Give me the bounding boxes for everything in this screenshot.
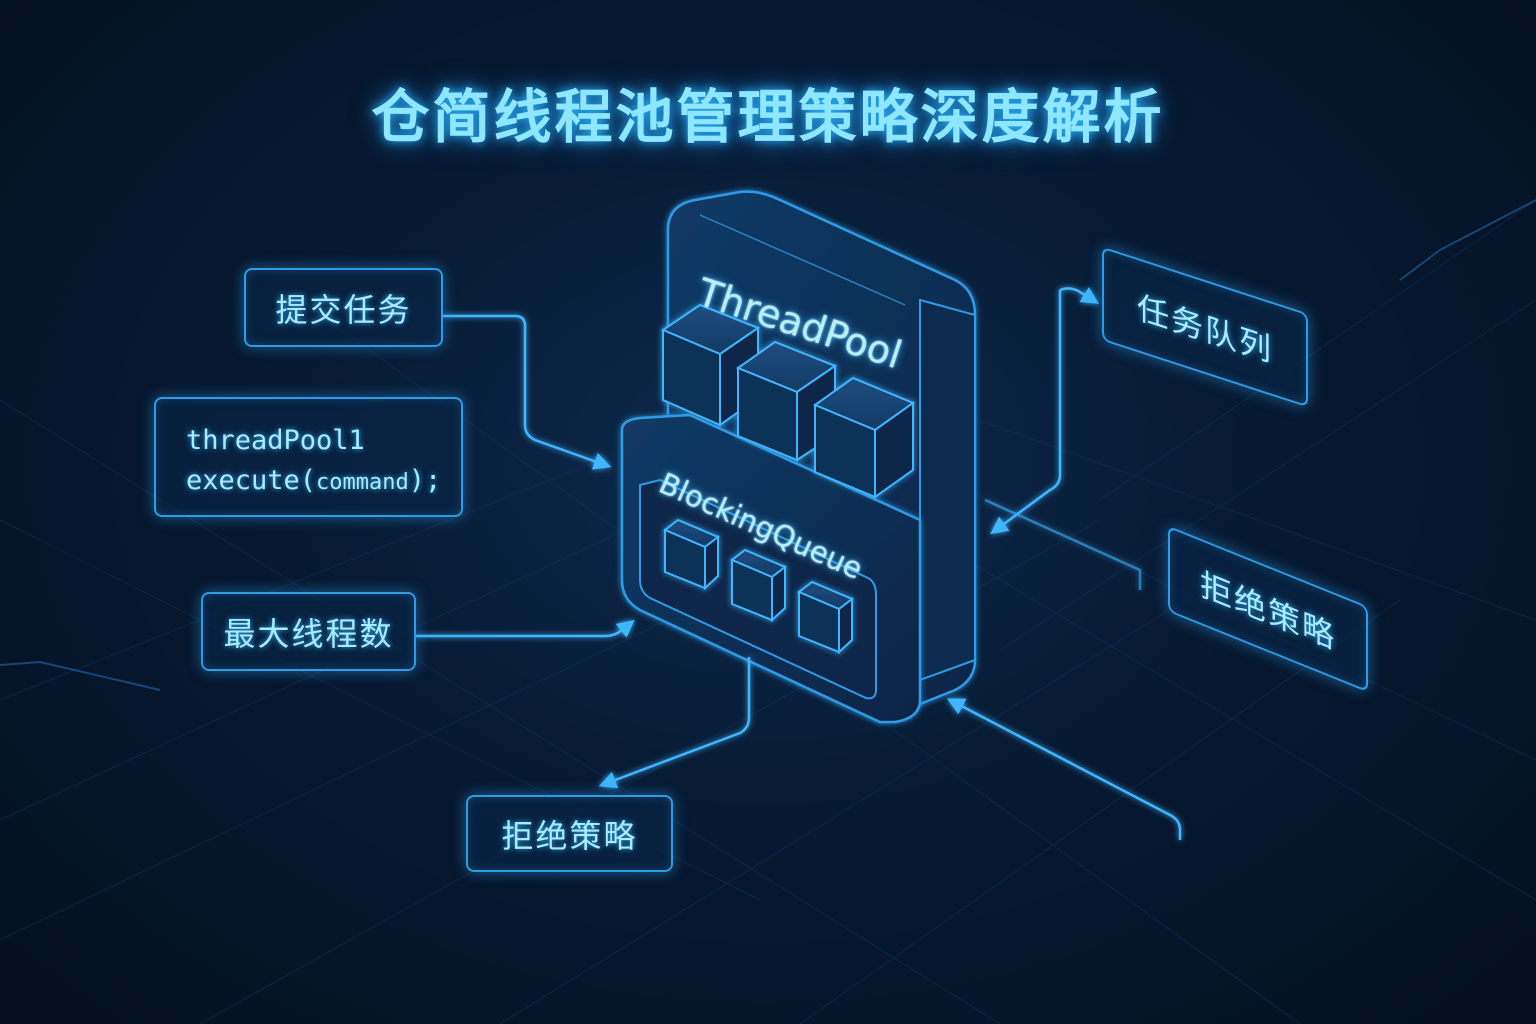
arrow-reject-bottom bbox=[598, 657, 751, 789]
code-line-2-arg: command bbox=[316, 470, 409, 495]
submit-task-box: 提交任务 bbox=[244, 268, 443, 347]
page-title: 仓简线程池管理策略深度解析 bbox=[371, 83, 1165, 151]
queued-tasks bbox=[663, 518, 854, 655]
reject-policy-bottom-box: 拒绝策略 bbox=[466, 795, 673, 872]
queued-task-2 bbox=[730, 548, 787, 623]
max-threads-label: 最大线程数 bbox=[223, 614, 394, 653]
code-line-1: threadPool1 bbox=[186, 425, 365, 456]
queued-task-3 bbox=[797, 580, 854, 655]
arrow-side-line bbox=[984, 498, 1142, 590]
arrow-queue-back bbox=[990, 290, 1062, 535]
code-line-2-suffix: ); bbox=[408, 465, 442, 496]
arrow-task-queue bbox=[1059, 287, 1099, 304]
submit-task-label: 提交任务 bbox=[275, 290, 412, 329]
queued-task-1 bbox=[663, 518, 720, 591]
task-queue-label: 任务队列 bbox=[1136, 287, 1273, 371]
worker-cube-2 bbox=[735, 340, 838, 462]
arrow-max-threads bbox=[416, 619, 635, 638]
worker-cube-3 bbox=[812, 376, 916, 499]
code-line-2: execute(command); bbox=[186, 461, 461, 503]
code-line-2-prefix: execute( bbox=[186, 465, 317, 496]
max-threads-box: 最大线程数 bbox=[201, 592, 416, 671]
arrow-reject-right bbox=[946, 698, 1182, 840]
code-snippet-box: threadPool1 execute(command); bbox=[154, 397, 463, 517]
reject-policy-bottom-label: 拒绝策略 bbox=[501, 816, 638, 855]
worker-cubes bbox=[660, 303, 916, 499]
arrow-submit-task bbox=[443, 314, 612, 470]
